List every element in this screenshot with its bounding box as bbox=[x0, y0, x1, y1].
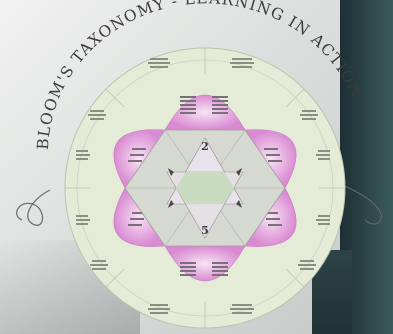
ring-text-blocks bbox=[76, 58, 330, 314]
center-arrow-marks bbox=[168, 168, 242, 208]
wedge-top-right bbox=[244, 129, 297, 189]
center-number-bottom: 5 bbox=[201, 224, 209, 237]
center-hexagon bbox=[176, 172, 234, 204]
wedge-bottom-right bbox=[244, 187, 297, 247]
pink-wedges bbox=[113, 94, 297, 282]
wedge-text-blocks bbox=[128, 96, 282, 276]
swoosh-left bbox=[16, 189, 51, 226]
ring-dividers bbox=[65, 48, 345, 328]
wedge-top-left bbox=[113, 129, 166, 189]
center-number-top: 2 bbox=[201, 140, 209, 153]
center-star bbox=[166, 137, 244, 239]
wedge-top bbox=[164, 94, 246, 131]
wedge-bottom bbox=[164, 245, 246, 282]
wedge-bottom-left bbox=[113, 187, 166, 247]
